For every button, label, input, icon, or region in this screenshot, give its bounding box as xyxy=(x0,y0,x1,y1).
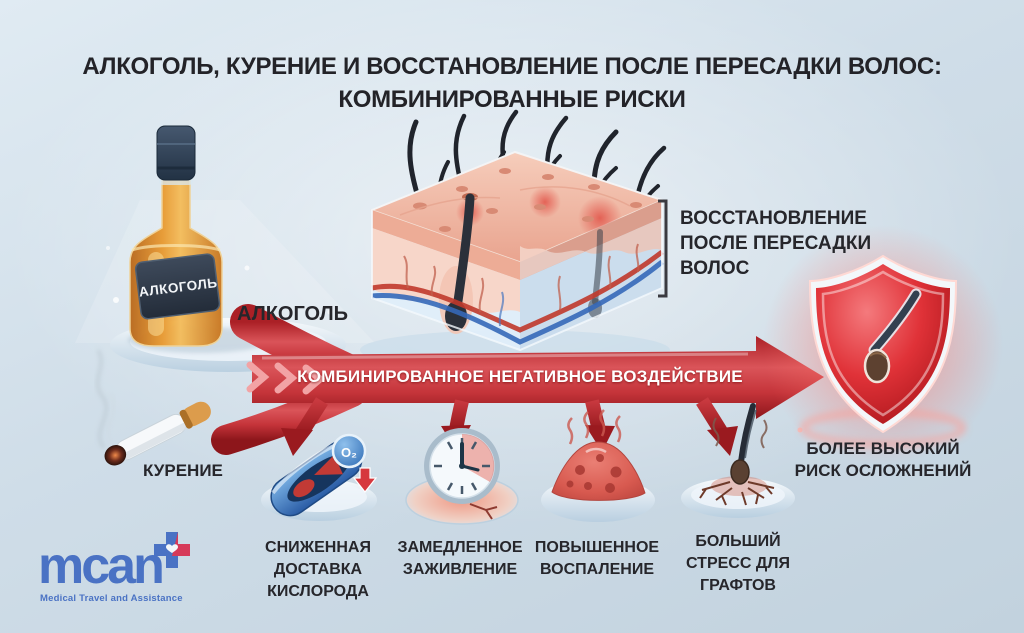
crack-lines xyxy=(699,481,775,506)
recovery-line-1: ВОССТАНОВЛЕНИЕ xyxy=(680,208,867,229)
risk-shield-illustration xyxy=(763,225,1003,465)
effect-4-line-1: БОЛЬШИЙ xyxy=(695,533,781,550)
outcome-line-2: РИСК ОСЛОЖНЕНИЙ xyxy=(794,461,972,480)
outcome-line-1: БОЛЕЕ ВЫСОКИЙ xyxy=(806,439,960,458)
oxygen-down-arrow-icon xyxy=(352,467,378,493)
logo-tagline: Medical Travel and Assistance xyxy=(40,593,183,604)
inflammation-spots xyxy=(566,454,622,493)
effect-2-line-2: ЗАЖИВЛЕНИЕ xyxy=(402,561,518,578)
heat-waves xyxy=(567,409,622,445)
effect-label-reduced-oxygen: СНИЖЕННАЯ ДОСТАВКА КИСЛОРОДА xyxy=(243,537,393,603)
alcohol-bottle-label: АЛКОГОЛЬ xyxy=(134,253,221,320)
effect-label-graft-stress: БОЛЬШИЙ СТРЕСС ДЛЯ ГРАФТОВ xyxy=(663,531,813,597)
reduced-oxygen-icon: O₂ xyxy=(261,433,378,521)
title-line-1: АЛКОГОЛЬ, КУРЕНИЕ И ВОССТАНОВЛЕНИЕ ПОСЛЕ… xyxy=(82,53,942,80)
effect-4-line-2: СТРЕСС ДЛЯ xyxy=(686,555,790,572)
smoking-label: КУРЕНИЕ xyxy=(143,461,223,480)
combined-arrow-banner xyxy=(252,336,824,419)
arrow-system xyxy=(211,304,843,456)
arrow-chevrons xyxy=(246,361,326,395)
logo-wordmark: mcan xyxy=(38,537,165,595)
effect-1-line-1: СНИЖЕННАЯ xyxy=(265,539,371,556)
logo-cross-icon xyxy=(154,532,190,568)
outcome-label: БОЛЕЕ ВЫСОКИЙ РИСК ОСЛОЖНЕНИЙ xyxy=(790,438,976,482)
effect-4-line-3: ГРАФТОВ xyxy=(700,577,776,594)
recovery-line-2: ПОСЛЕ ПЕРЕСАДКИ xyxy=(680,233,872,254)
o2-badge-text: O₂ xyxy=(341,445,357,460)
recovery-bracket xyxy=(658,199,668,298)
effect-3-line-1: ПОВЫШЕННОЕ xyxy=(534,539,660,556)
alcohol-label: АЛКОГОЛЬ xyxy=(237,303,349,325)
effect-label-inflammation: ПОВЫШЕННОЕ ВОСПАЛЕНИЕ xyxy=(522,537,672,581)
alcohol-bottle-illustration: АЛКОГОЛЬ xyxy=(75,125,375,372)
recovery-line-3: ВОЛОС xyxy=(680,258,750,279)
recovery-callout: ВОССТАНОВЛЕНИЕ ПОСЛЕ ПЕРЕСАДКИ ВОЛОС xyxy=(680,206,871,281)
stress-waves xyxy=(712,417,768,449)
combined-impact-banner-text: КОМБИНИРОВАННОЕ НЕГАТИВНОЕ ВОЗДЕЙСТВИЕ xyxy=(297,367,743,386)
inflammation-icon xyxy=(541,409,655,522)
effect-2-line-1: ЗАМЕДЛЕННОЕ xyxy=(397,539,523,556)
cigarette-illustration xyxy=(95,349,211,466)
skin-block-illustration xyxy=(360,109,670,370)
effect-3-line-2: ВОСПАЛЕНИЕ xyxy=(539,561,655,578)
title-line-2: КОМБИНИРОВАННЫЕ РИСКИ xyxy=(338,86,686,113)
effect-label-slowed-healing: ЗАМЕДЛЕННОЕ ЗАЖИВЛЕНИЕ xyxy=(385,537,535,581)
graft-stress-icon xyxy=(681,403,795,518)
clock-ticks xyxy=(434,438,490,494)
effect-1-line-3: КИСЛОРОДА xyxy=(267,583,369,600)
slowed-healing-icon xyxy=(405,428,519,525)
effect-1-line-2: ДОСТАВКА xyxy=(273,561,363,578)
